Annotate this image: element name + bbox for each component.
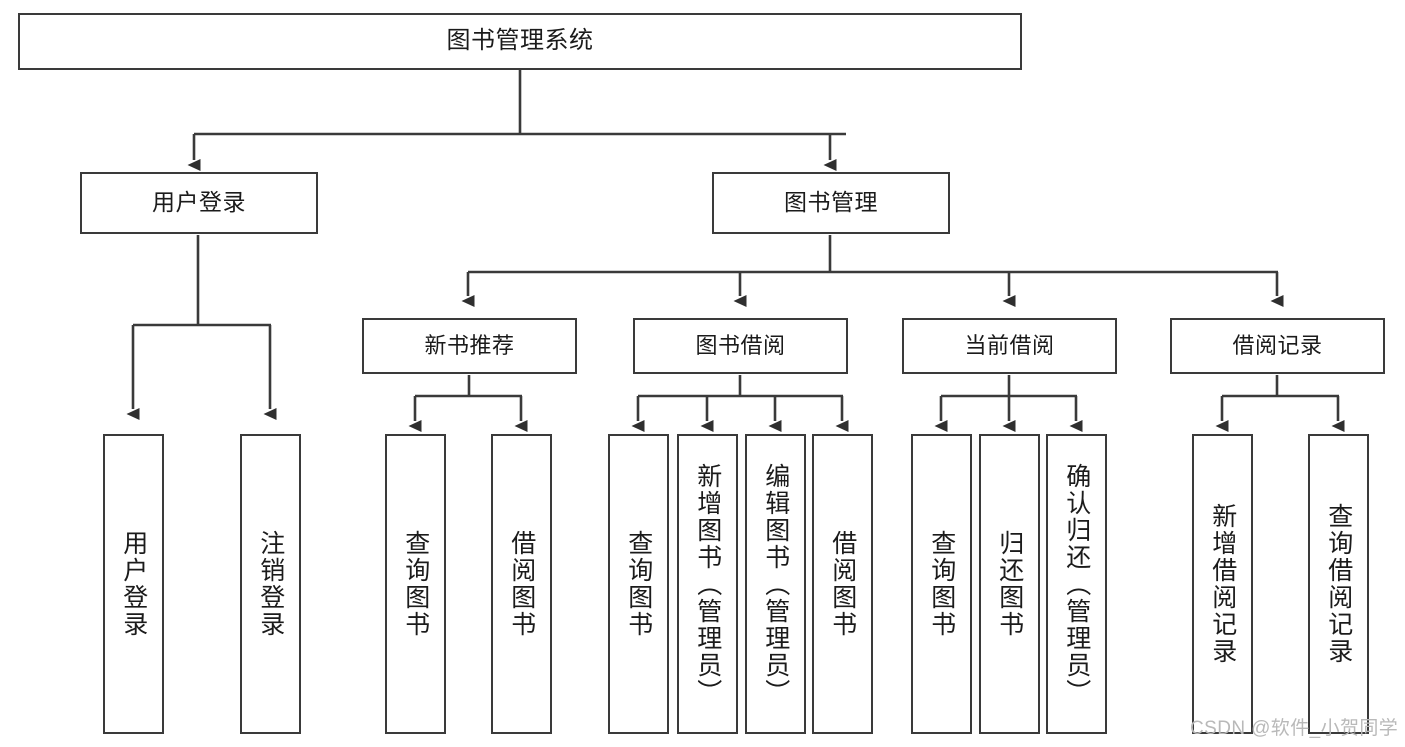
node-label: 图书管理系统 [446,27,594,55]
node-label: 确认归还（管理员） [1062,462,1091,706]
node-label: 图书管理 [784,189,878,216]
node-label: 用户登录 [152,189,246,216]
leaf-newbook-borrow-book[interactable]: 借阅图书 [491,434,552,734]
node-label: 新书推荐 [424,333,515,359]
node-label: 查询图书 [401,530,430,638]
node-label: 注销登录 [256,530,285,638]
leaf-newbook-query-book[interactable]: 查询图书 [385,434,446,734]
leaf-record-add-record[interactable]: 新增借阅记录 [1192,434,1253,734]
node-label: 归还图书 [995,530,1024,638]
watermark-text: CSDN @软件_小贺同学 [1190,718,1399,739]
leaf-user-login-logout[interactable]: 注销登录 [240,434,301,734]
node-label: 借阅记录 [1232,333,1323,359]
node-label: 查询借阅记录 [1324,503,1353,665]
node-label: 用户登录 [119,530,148,638]
node-label: 借阅图书 [507,530,536,638]
node-label: 查询图书 [927,530,956,638]
leaf-record-query-record[interactable]: 查询借阅记录 [1308,434,1369,734]
node-label: 编辑图书（管理员） [761,462,790,706]
node-book-borrow[interactable]: 图书借阅 [633,318,848,374]
node-new-book-recommend[interactable]: 新书推荐 [362,318,577,374]
leaf-borrow-borrow-book[interactable]: 借阅图书 [812,434,873,734]
node-label: 借阅图书 [828,530,857,638]
node-label: 新增图书（管理员） [693,462,722,706]
node-borrow-record[interactable]: 借阅记录 [1170,318,1385,374]
node-root-system[interactable]: 图书管理系统 [18,13,1022,70]
leaf-current-return-book[interactable]: 归还图书 [979,434,1040,734]
node-label: 当前借阅 [964,333,1055,359]
node-label: 查询图书 [624,530,653,638]
leaf-current-confirm-return[interactable]: 确认归还（管理员） [1046,434,1107,734]
leaf-current-query-book[interactable]: 查询图书 [911,434,972,734]
leaf-user-login-login[interactable]: 用户登录 [103,434,164,734]
node-book-management[interactable]: 图书管理 [712,172,950,234]
node-user-login[interactable]: 用户登录 [80,172,318,234]
node-label: 图书借阅 [695,333,786,359]
node-label: 新增借阅记录 [1208,503,1237,665]
node-current-borrow[interactable]: 当前借阅 [902,318,1117,374]
leaf-borrow-edit-book[interactable]: 编辑图书（管理员） [745,434,806,734]
leaf-borrow-add-book[interactable]: 新增图书（管理员） [677,434,738,734]
leaf-borrow-query-book[interactable]: 查询图书 [608,434,669,734]
